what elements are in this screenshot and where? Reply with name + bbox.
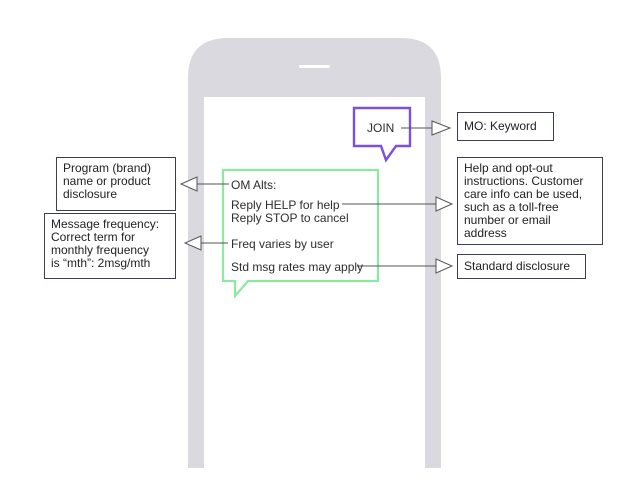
- arrowhead-help-optout: [435, 196, 454, 212]
- annotation-line: is “mth”: 2msg/mth: [51, 256, 151, 270]
- annotation-mo-keyword: MO: Keyword: [457, 112, 554, 141]
- message-line-brand: OM Alts:: [231, 178, 277, 192]
- annotation-program-name: Program (brand) name or product disclosu…: [56, 157, 176, 211]
- message-line-help: Reply HELP for help: [231, 198, 340, 212]
- message-line-stop: Reply STOP to cancel: [231, 211, 349, 225]
- annotation-mo-keyword-text: MO: Keyword: [464, 119, 537, 133]
- annotation-line: care info can be used,: [464, 187, 583, 201]
- annotation-line: monthly frequency: [51, 243, 150, 257]
- annotation-help-optout: Help and opt-out instructions. Customer …: [457, 157, 603, 245]
- arrowhead-program-name: [179, 176, 198, 192]
- message-line-frequency: Freq varies by user: [231, 237, 334, 251]
- annotation-line: Help and opt-out: [464, 161, 553, 175]
- annotation-line: number or email: [464, 213, 551, 227]
- message-line-rates: Std msg rates may apply: [231, 260, 364, 274]
- message-bubble-outline: [221, 168, 380, 299]
- annotation-line: Message frequency:: [51, 217, 160, 231]
- phone-speaker: [299, 65, 330, 68]
- annotation-standard-disclosure: Standard disclosure: [457, 254, 586, 279]
- keyword-text: JOIN: [367, 121, 395, 135]
- annotation-line: Program (brand): [63, 161, 152, 175]
- arrowhead-standard-disclosure: [435, 258, 454, 274]
- keyword-bubble-outline: [352, 106, 412, 163]
- annotation-line: such as a toll-free: [464, 200, 559, 214]
- annotation-line: name or product: [63, 174, 151, 188]
- annotation-line: Correct term for: [51, 230, 136, 244]
- annotation-standard-disclosure-text: Standard disclosure: [464, 259, 571, 273]
- arrowhead-frequency: [183, 235, 202, 251]
- annotation-line: instructions. Customer: [464, 174, 584, 188]
- annotation-message-frequency: Message frequency: Correct term for mont…: [44, 213, 176, 279]
- annotation-line: address: [464, 226, 507, 240]
- arrowhead-keyword: [431, 120, 452, 136]
- annotation-line: disclosure: [63, 187, 118, 201]
